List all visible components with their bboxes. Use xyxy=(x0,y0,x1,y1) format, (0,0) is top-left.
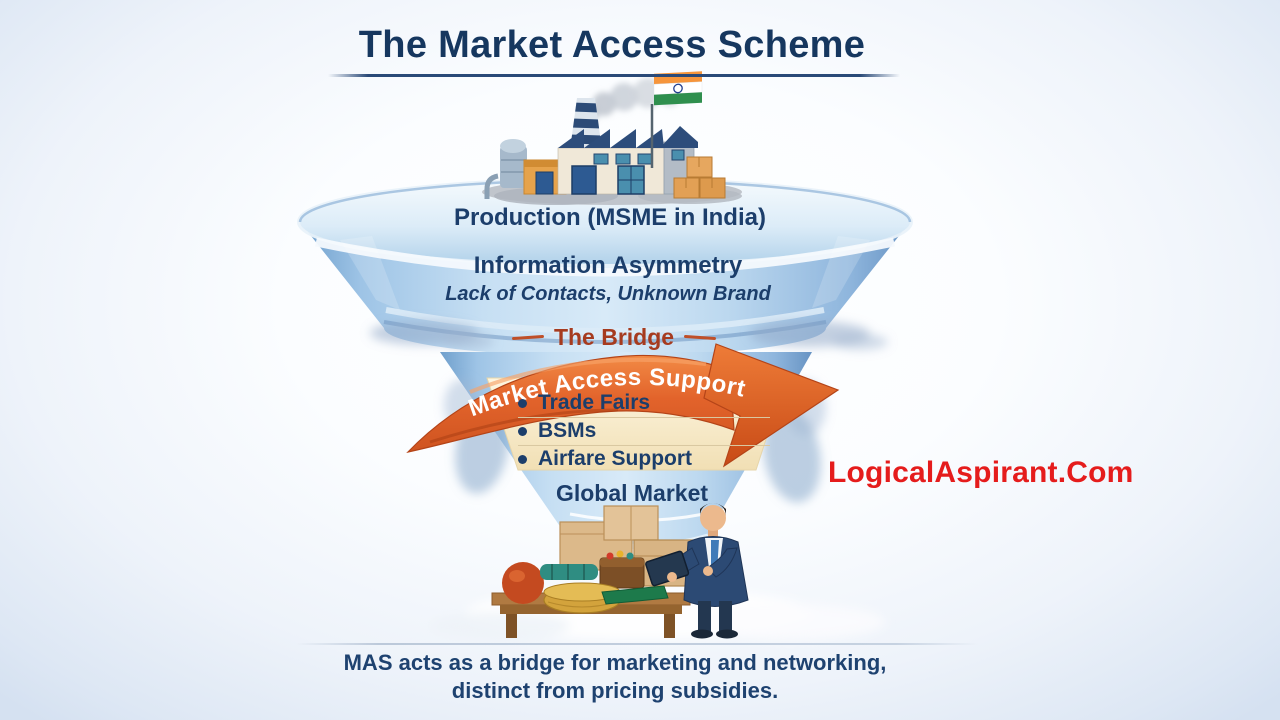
bridge-item-label: Trade Fairs xyxy=(538,391,651,414)
bullet-icon xyxy=(518,454,527,464)
bridge-item-label: BSMs xyxy=(538,419,597,442)
export-goods-and-buyer-illustration xyxy=(430,503,885,640)
bridge-heading: The Bridge xyxy=(464,324,764,351)
list-item: Trade Fairs xyxy=(518,390,770,418)
businessman-illustration xyxy=(645,503,749,639)
crates xyxy=(673,156,726,199)
factory-illustration xyxy=(482,71,742,205)
bridge-items-list: Trade Fairs BSMs Airfare Support xyxy=(518,390,770,473)
bridge-dash-right xyxy=(683,334,717,341)
title-underline xyxy=(328,74,900,77)
footer-caption-line2: distinct from pricing subsidies. xyxy=(451,678,779,703)
bullet-icon xyxy=(518,426,527,436)
bridge-item-label: Airfare Support xyxy=(538,447,693,470)
watermark-text: LogicalAspirant.Com xyxy=(828,456,1134,489)
table-goods xyxy=(502,550,669,614)
page-title: The Market Access Scheme xyxy=(358,24,866,66)
silo xyxy=(484,139,527,199)
bullet-icon xyxy=(518,398,527,408)
list-item: Airfare Support xyxy=(518,446,770,473)
footer-caption: MAS acts as a bridge for marketing and n… xyxy=(0,649,1230,705)
main-building xyxy=(557,129,665,195)
bridge-dash-left xyxy=(511,334,545,341)
arrow-head xyxy=(703,343,840,468)
bridge-label: The Bridge xyxy=(553,324,675,350)
funnel-stage-outcome-label: Global Market xyxy=(555,480,709,506)
funnel-stage-production-label: Production (MSME in India) xyxy=(454,204,766,231)
watercolor-clouds-top xyxy=(370,321,888,350)
funnel-stage-problem-title: Information Asymmetry xyxy=(473,252,743,279)
funnel-stage-problem-subtitle: Lack of Contacts, Unknown Brand xyxy=(445,283,771,305)
footer-caption-line1: MAS acts as a bridge for marketing and n… xyxy=(343,650,887,675)
footer-divider xyxy=(296,643,978,645)
list-item: BSMs xyxy=(518,418,770,446)
